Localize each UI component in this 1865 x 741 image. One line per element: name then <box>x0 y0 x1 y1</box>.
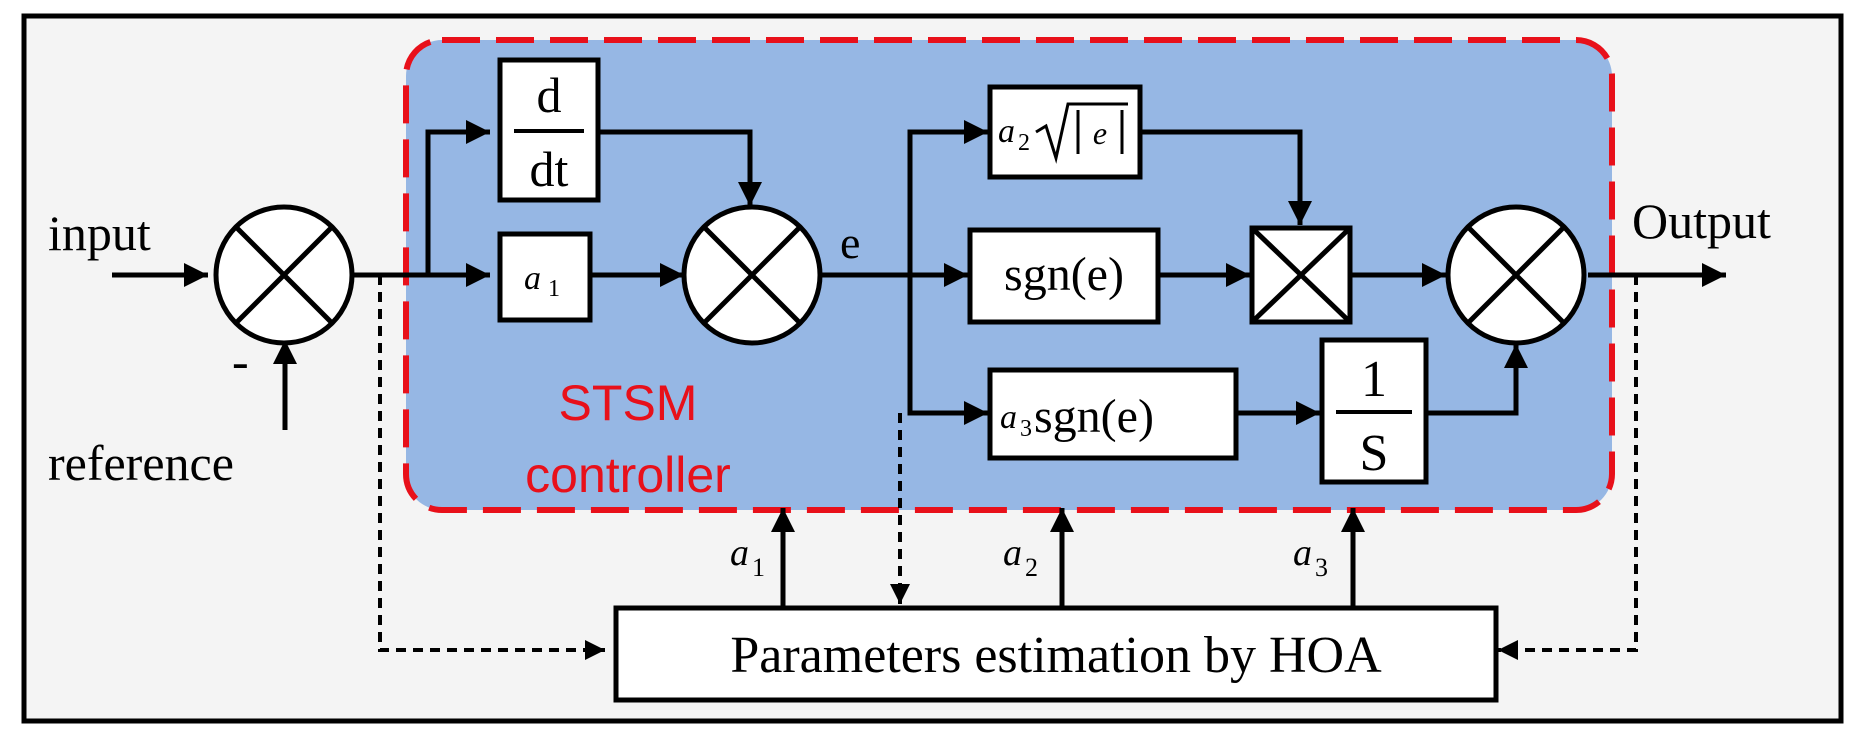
a3-sgn-block: a 3 sgn(e) <box>987 367 1239 461</box>
summing-junction-2 <box>681 204 823 346</box>
reference-label: reference <box>48 435 234 491</box>
param-label-a2: a 2 <box>1003 532 1038 582</box>
param-label-a3: a 3 <box>1293 532 1328 582</box>
summing-junction-1 <box>213 204 355 346</box>
controller-label-line2: controller <box>525 447 731 503</box>
svg-text:2: 2 <box>1018 130 1030 156</box>
svg-text:a: a <box>1003 532 1022 574</box>
parameter-estimation-block: Parameters estimation by HOA <box>613 605 1499 703</box>
svg-text:a: a <box>730 532 749 574</box>
svg-text:1: 1 <box>752 553 765 582</box>
svg-text:a: a <box>1000 399 1017 436</box>
svg-text:2: 2 <box>1025 553 1038 582</box>
svg-text:a: a <box>1293 532 1312 574</box>
controller-label-line1: STSM <box>559 375 698 431</box>
svg-text:3: 3 <box>1020 416 1032 442</box>
svg-text:a: a <box>998 113 1015 150</box>
dashed-error-feedback <box>378 275 605 660</box>
minus-sign: - <box>232 333 249 389</box>
derivative-branch <box>425 120 490 275</box>
integrator-block: 1 S <box>1319 337 1429 485</box>
svg-text:1: 1 <box>548 276 560 302</box>
input-label: input <box>48 205 151 261</box>
svg-text:1: 1 <box>1361 351 1387 408</box>
sgn-block: sgn(e) <box>967 227 1161 325</box>
param-label-a1: a 1 <box>730 532 765 582</box>
sqrt-block: a 2 e <box>987 84 1143 180</box>
svg-text:e: e <box>1093 115 1107 151</box>
svg-text:Parameters estimation by HOA: Parameters estimation by HOA <box>730 627 1382 684</box>
svg-text:dt: dt <box>530 141 569 197</box>
svg-text:a: a <box>524 260 541 297</box>
svg-text:3: 3 <box>1315 553 1328 582</box>
summing-junction-3 <box>1445 204 1587 346</box>
output-label: Output <box>1632 193 1771 249</box>
multiplier-block <box>1249 225 1353 325</box>
svg-text:sgn(e): sgn(e) <box>1004 248 1124 301</box>
svg-text:d: d <box>537 67 562 123</box>
svg-text:S: S <box>1360 425 1389 482</box>
svg-text:sgn(e): sgn(e) <box>1034 390 1154 443</box>
derivative-block: d dt <box>497 57 601 203</box>
sqrt-sign <box>1035 102 1128 164</box>
e-label: e <box>840 217 860 268</box>
dashed-output-feedback <box>1498 275 1638 660</box>
gain-a1-block: a 1 <box>497 231 593 323</box>
